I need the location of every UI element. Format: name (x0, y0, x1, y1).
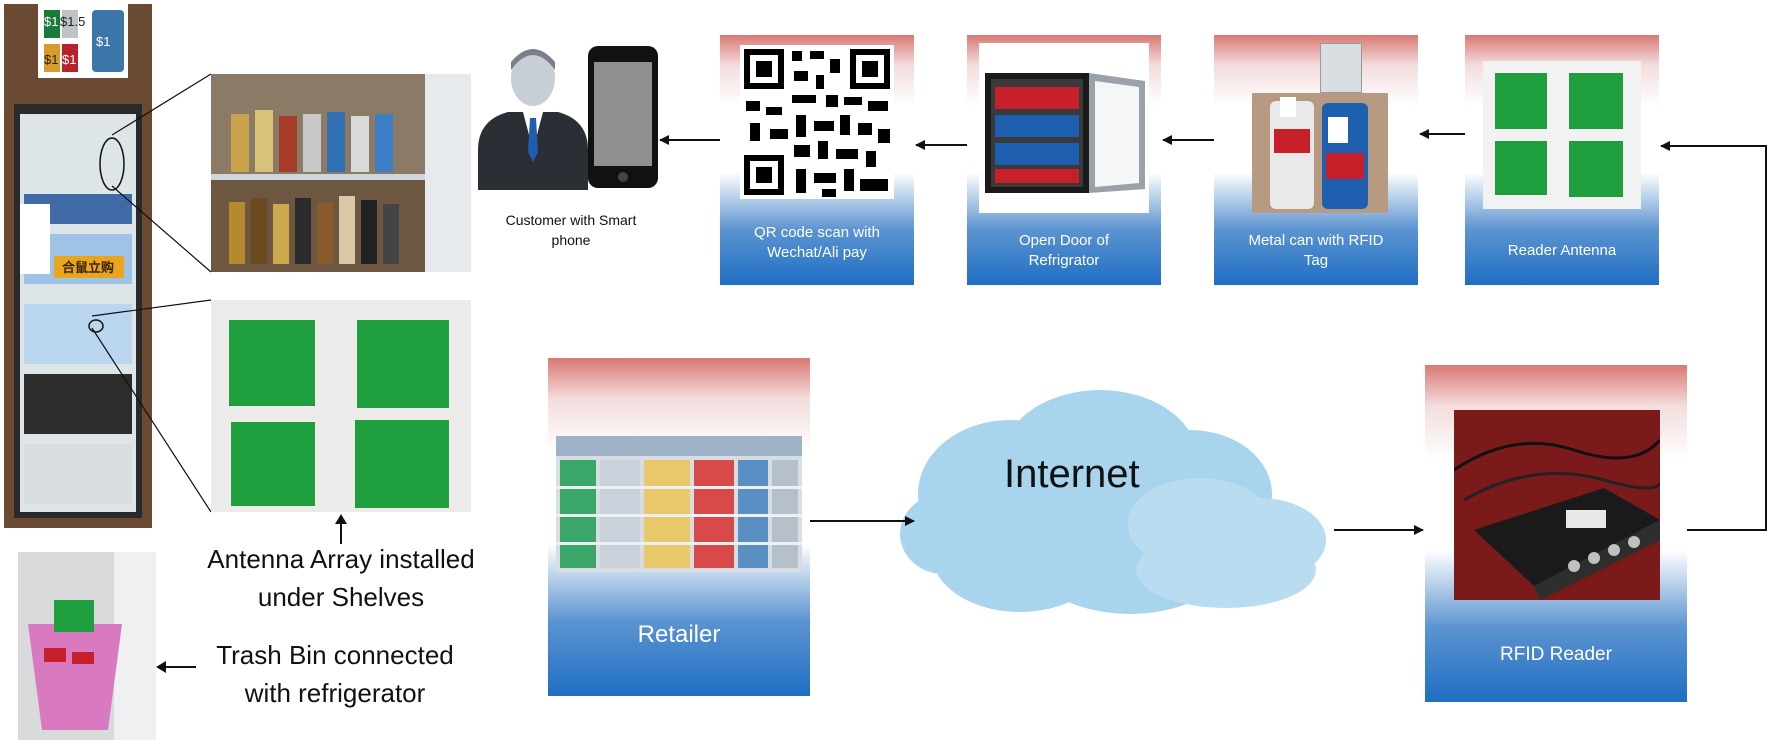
retail-store-photo (556, 436, 802, 572)
cans-with-tag-icon (1252, 93, 1388, 213)
can-red (62, 44, 78, 72)
rfid-can-label: Metal can with RFID Tag (1248, 232, 1384, 269)
antenna-panel (1569, 73, 1623, 129)
customer-caption: Customer with Smart phone (505, 212, 637, 248)
arrow-reader-to-antenna (1660, 141, 1767, 531)
antenna-panel (1569, 141, 1623, 197)
antenna-panel (357, 320, 449, 408)
internet-cloud-icon (900, 390, 1326, 614)
antenna-panel (355, 420, 449, 508)
antenna-array-photo (211, 300, 471, 512)
refrigerator-illustration (4, 4, 152, 528)
antenna-panel (229, 320, 315, 406)
rfid-tag-inset (1320, 43, 1362, 93)
price-tag-inset: $1 $1.5 $1 $1 $1 (38, 4, 128, 78)
antenna-panel (231, 422, 315, 506)
antenna-array-caption: Antenna Array installed under Shelves (207, 544, 475, 612)
rfid-reader-label: RFID Reader (1500, 644, 1612, 665)
rfid-reader-card: RFID Reader (1425, 365, 1687, 702)
antenna-panel (1495, 73, 1547, 129)
price-tag: $1 (96, 34, 111, 49)
refrigerator-photo: 合鼠立购 (4, 4, 152, 528)
can-blue-large (92, 10, 124, 72)
shelf-closeup-photo (211, 74, 471, 272)
refrigerator-door-card: Open Door of Refrigrator (967, 35, 1161, 285)
trash-bin-caption: Trash Bin connected with refrigerator (216, 640, 454, 708)
shelf-closeup-illustration (211, 74, 471, 272)
rfid-reader-photo (1454, 410, 1660, 600)
price-tag: $1.5 (60, 14, 86, 29)
trash-bin-illustration (18, 552, 156, 740)
qr-code-icon (740, 45, 894, 199)
reader-antenna-photo (1483, 61, 1641, 209)
fridge-sign: 合鼠立购 (62, 260, 115, 275)
can-gold (44, 44, 60, 72)
retailer-label: Retailer (637, 621, 721, 648)
rfid-can-card: Metal can with RFID Tag (1214, 35, 1418, 285)
reader-antenna-label: Reader Antenna (1507, 242, 1617, 259)
can-silver (62, 10, 78, 38)
qr-payment-card: QR code scan with Wechat/Ali pay (720, 35, 914, 285)
price-tag: $1 (44, 52, 59, 67)
arrow-left-icon (156, 661, 196, 673)
can-green (44, 10, 60, 38)
arrow-up-icon (335, 514, 347, 544)
mini-fridge-icon (979, 43, 1149, 213)
customer-with-phone-icon (478, 46, 658, 190)
qr-payment-label: QR code scan with Wechat/Ali pay (754, 224, 880, 261)
reader-antenna-card: Reader Antenna (1465, 35, 1659, 285)
refrigerator-door-label: Open Door of Refrigrator (1018, 232, 1110, 269)
price-tag: $1 (62, 52, 77, 67)
internet-label: Internet (1004, 452, 1140, 496)
antenna-panel (1495, 141, 1547, 195)
retailer-card: Retailer (548, 358, 810, 696)
price-tag: $1 (44, 14, 59, 29)
trash-bin-photo (18, 552, 156, 740)
